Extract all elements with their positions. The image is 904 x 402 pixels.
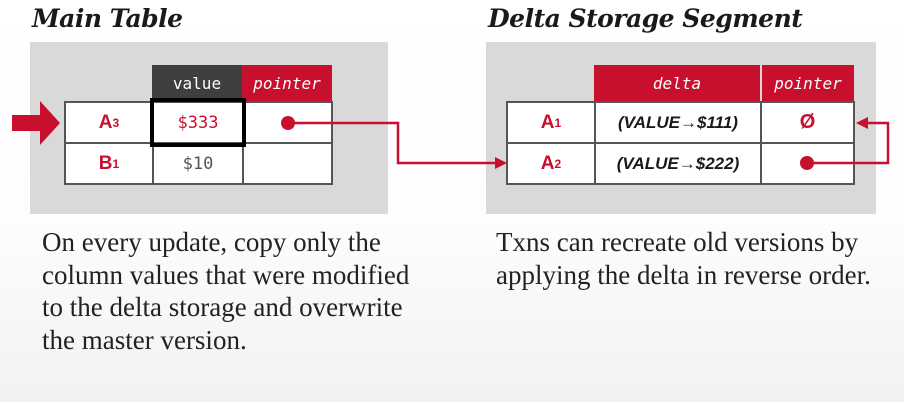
delta-chain-pointer xyxy=(800,117,890,170)
main-to-delta-pointer xyxy=(281,116,507,169)
delta-storage-caption: Txns can recreate old versions by applyi… xyxy=(496,227,871,290)
pointer-column-header: pointer xyxy=(242,65,332,101)
delta-row-value-a2: (VALUE→$222) xyxy=(594,142,762,185)
delta-storage-title: Delta Storage Segment xyxy=(488,4,803,33)
main-row-value-a3: $333 xyxy=(152,101,244,144)
current-row-arrow xyxy=(12,101,60,145)
main-row-pointer-b1 xyxy=(242,142,333,185)
value-column-header: value xyxy=(152,65,242,101)
main-table-title: Main Table xyxy=(32,4,183,33)
delta-pointer-column-header: pointer xyxy=(762,65,854,101)
main-table-caption: On every update, copy only the column va… xyxy=(42,227,410,355)
delta-column-header: delta xyxy=(594,65,760,101)
main-row-value-b1: $10 xyxy=(152,142,244,185)
updated-value-highlight xyxy=(150,98,246,147)
